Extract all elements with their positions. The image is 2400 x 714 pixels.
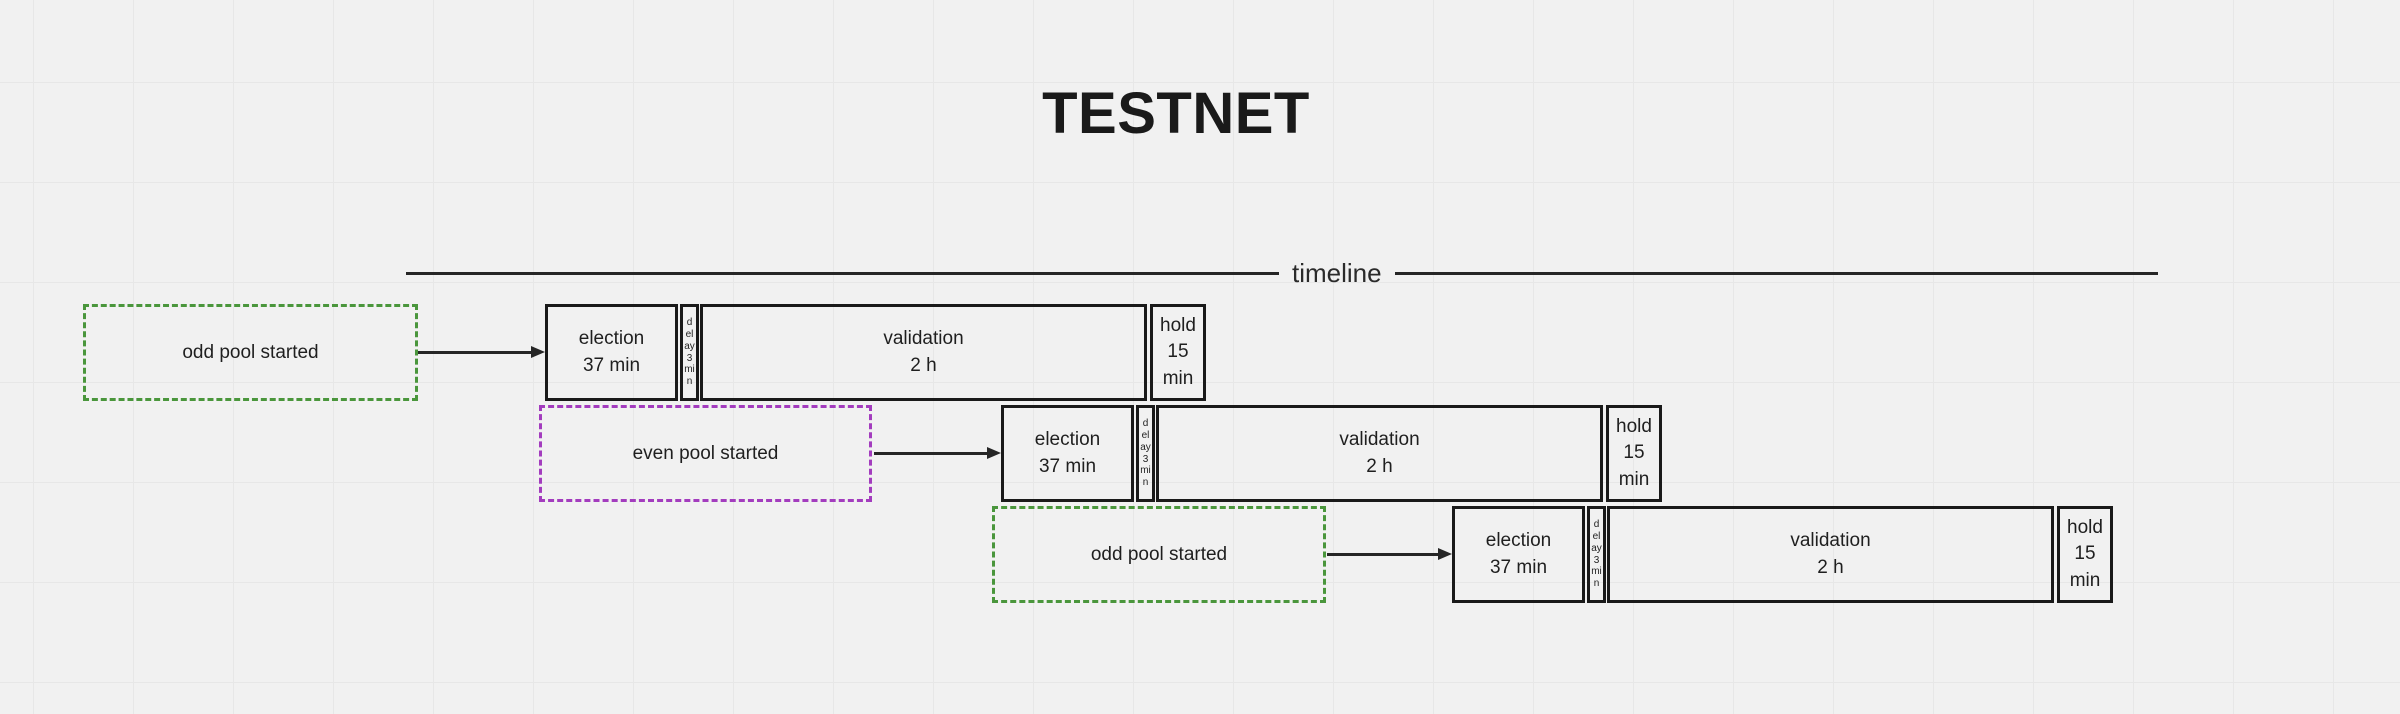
phase-label: hold [2067,516,2103,538]
arrow-row2 [874,447,1001,460]
phase-box-election-2: election 37 min [1001,405,1134,502]
phase-box-validation-1: validation 2 h [700,304,1147,401]
phase-label: hold [1160,314,1196,336]
pool-start-box-odd-2: odd pool started [992,506,1326,603]
phase-box-validation-3: validation 2 h [1607,506,2054,603]
phase-duration: 15 min [1618,442,1650,490]
page-title: TESTNET [1042,81,1310,146]
phase-box-hold-1: hold 15 min [1150,304,1206,401]
phase-label: hold [1616,415,1652,437]
phase-label: validation [1339,428,1420,450]
arrow-row1 [418,346,545,359]
phase-box-validation-2: validation 2 h [1156,405,1603,502]
phase-box-delay-3: delay 3 min [1587,506,1606,603]
phase-label: delay 3 min [1140,418,1151,489]
pool-start-box-odd-1: odd pool started [83,304,418,401]
phase-label: delay 3 min [1591,519,1602,590]
phase-label: election [1034,428,1101,450]
phase-box-election-1: election 37 min [545,304,678,401]
arrow-line [418,351,534,354]
phase-duration: 2 h [910,354,937,376]
phase-box-hold-2: hold 15 min [1606,405,1662,502]
arrow-line [874,452,990,455]
arrowhead-icon [1438,548,1452,560]
pool-start-label: even pool started [632,442,779,464]
arrowhead-icon [987,447,1001,459]
phase-box-hold-3: hold 15 min [2057,506,2113,603]
arrow-line [1327,553,1441,556]
pool-start-label: odd pool started [182,341,319,363]
phase-duration: 37 min [582,354,641,376]
pool-start-label: odd pool started [1090,543,1228,565]
phase-duration: 2 h [1366,455,1393,477]
pool-start-box-even: even pool started [539,405,872,502]
phase-label: validation [1790,529,1871,551]
timeline-line-right [1394,271,2158,275]
phase-label: election [1485,529,1552,551]
phase-duration: 15 min [1162,341,1194,389]
timeline-label: timeline [1292,257,1382,288]
phase-label: validation [883,327,964,349]
phase-duration: 15 min [2069,543,2101,591]
phase-box-delay-1: delay 3 min [680,304,699,401]
phase-label: delay 3 min [684,317,695,388]
arrow-row3 [1327,548,1452,561]
timeline: timeline [406,253,2158,293]
arrowhead-icon [531,346,545,358]
phase-box-election-3: election 37 min [1452,506,1585,603]
phase-duration: 37 min [1489,556,1548,578]
phase-label: election [578,327,645,349]
phase-box-delay-2: delay 3 min [1136,405,1155,502]
phase-duration: 37 min [1038,455,1097,477]
timeline-line-left [406,271,1279,275]
phase-duration: 2 h [1817,556,1844,578]
